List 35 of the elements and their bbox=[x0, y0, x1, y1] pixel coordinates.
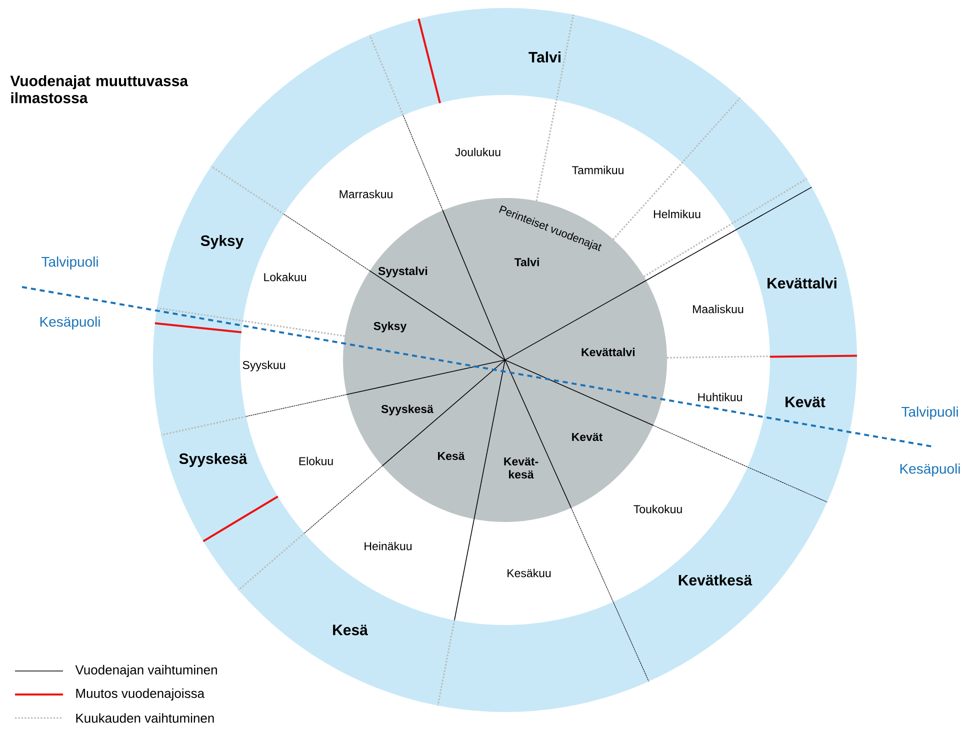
season-label: Kevätkesä bbox=[678, 574, 752, 586]
season-label: Kevät bbox=[572, 432, 603, 442]
season-label: Talvi bbox=[514, 258, 539, 266]
season-label: Syystalvi bbox=[378, 266, 428, 278]
month-label: Heinäkuu bbox=[364, 542, 412, 550]
month-label: Kesäkuu bbox=[508, 568, 551, 578]
month-label: Tammikuu bbox=[572, 166, 624, 174]
legend-label: Vuodenajan vaihtuminen bbox=[75, 664, 217, 678]
month-label: Toukokuu bbox=[634, 504, 682, 514]
hemisphere-label: Kesäpuoli bbox=[40, 316, 100, 330]
title: Vuodenajat muuttuvassa ilmastossa bbox=[10, 75, 188, 104]
season-label: Kevättalvi bbox=[768, 278, 836, 288]
season-label: Kevät bbox=[786, 396, 826, 408]
season-label: Kevättalvi bbox=[582, 348, 635, 356]
month-label: Marraskuu bbox=[340, 190, 392, 198]
month-label: Helmikuu bbox=[654, 210, 700, 218]
season-label: Kesä bbox=[333, 624, 368, 636]
season-label: Syyskesä bbox=[381, 404, 434, 416]
month-label: Lokakuu bbox=[264, 272, 306, 282]
month-label: Huhtikuu bbox=[698, 392, 742, 402]
season-label: Kevät- kesä bbox=[504, 457, 538, 479]
month-label: Joulukuu bbox=[455, 148, 500, 156]
legend-label: Muutos vuodenajoissa bbox=[76, 688, 205, 701]
season-label: Syyskesä bbox=[179, 453, 248, 467]
legend-label: Kuukauden vaihtuminen bbox=[76, 713, 214, 723]
hemisphere-label: Kesäpuoli bbox=[900, 463, 960, 477]
month-label: Syyskuu bbox=[242, 360, 285, 372]
season-label: Syksy bbox=[374, 322, 407, 332]
month-label: Elokuu bbox=[299, 456, 333, 466]
season-label: Syksy bbox=[200, 235, 244, 249]
month-label: Maaliskuu bbox=[693, 304, 744, 314]
season-label: Talvi bbox=[528, 52, 560, 62]
hemisphere-label: Talvipuoli bbox=[42, 256, 98, 270]
season-label: Kesä bbox=[438, 452, 465, 460]
hemisphere-label: Talvipuoli bbox=[902, 406, 958, 420]
